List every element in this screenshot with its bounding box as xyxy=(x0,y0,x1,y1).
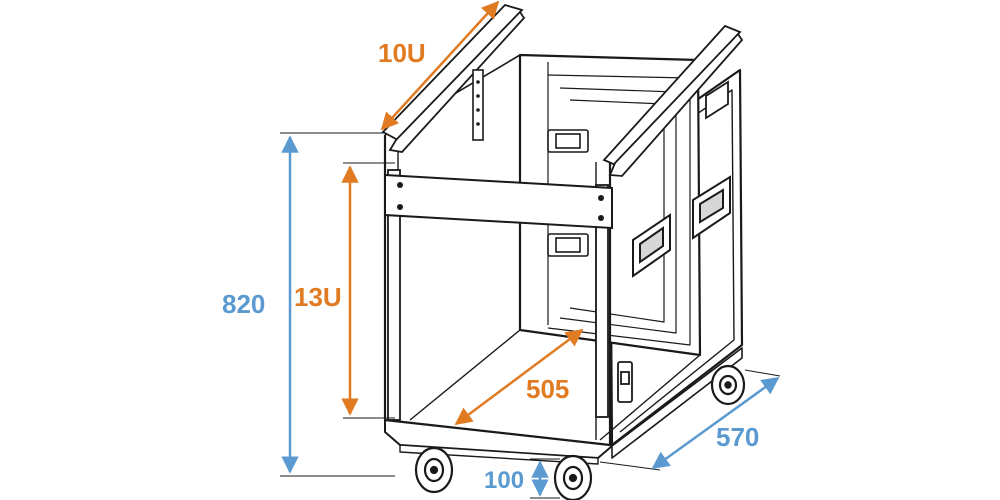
side-handle-front xyxy=(632,213,671,278)
dim-height-820 xyxy=(280,132,395,477)
label-505: 505 xyxy=(526,374,569,404)
wheel-front-left xyxy=(414,446,454,494)
top-rack-rail-left xyxy=(381,3,526,153)
label-10u: 10U xyxy=(378,38,426,68)
dim-570 xyxy=(599,369,781,471)
dim-13u xyxy=(341,162,395,419)
front-rack-rails xyxy=(387,169,609,421)
wheel-back-right xyxy=(710,364,746,406)
corner-latch-top xyxy=(705,80,729,120)
top-rack-rail-right xyxy=(602,24,744,177)
dim-100 xyxy=(530,458,560,499)
interior-bracket-upper xyxy=(547,129,589,153)
label-13u: 13U xyxy=(294,282,342,312)
wheel-front-right xyxy=(553,454,593,500)
label-820: 820 xyxy=(222,289,265,319)
dim-505 xyxy=(454,328,584,426)
side-latch xyxy=(617,361,633,403)
side-handle-back xyxy=(692,175,731,240)
label-100: 100 xyxy=(484,467,524,494)
interior-bracket-lower xyxy=(547,233,589,257)
label-570: 570 xyxy=(716,422,759,452)
rack-cross-bar xyxy=(384,173,613,230)
support-strip xyxy=(472,69,484,141)
dim-10u xyxy=(380,0,500,131)
